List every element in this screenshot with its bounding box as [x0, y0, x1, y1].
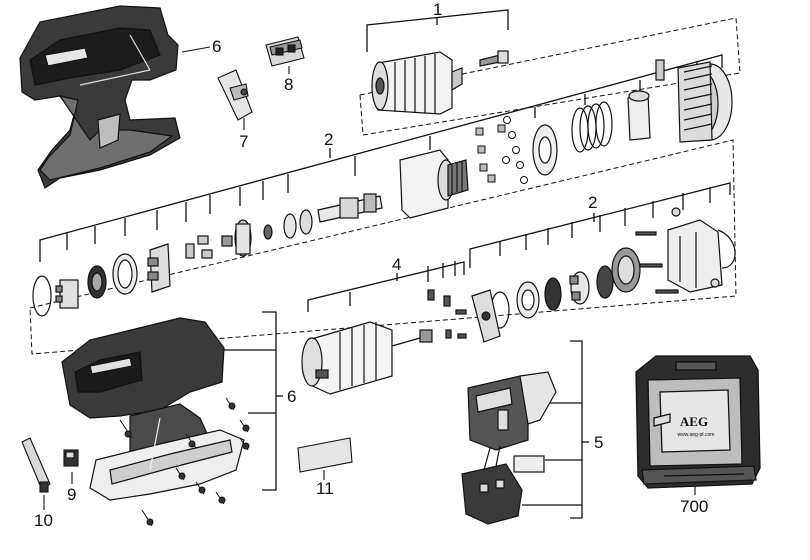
- label-part-10: 10: [34, 511, 53, 530]
- clip-part-7: [217, 69, 253, 121]
- label-part-5: 5: [594, 433, 603, 452]
- label-part-9: 9: [67, 485, 76, 504]
- housing-screws: [119, 397, 250, 527]
- bracket-1: [366, 9, 509, 52]
- led-part-9: [63, 449, 79, 467]
- gearbox-upper-dashed-outline: [359, 17, 741, 136]
- label-part-11: 11: [316, 479, 334, 498]
- label-part-6-top: 6: [212, 37, 221, 56]
- label-part-8: 8: [284, 75, 293, 94]
- balls-and-pins: [475, 116, 528, 184]
- bracket-5: [522, 340, 589, 519]
- gearbox-housing-lower: [635, 207, 736, 294]
- bracket-2-lower: [469, 182, 731, 268]
- label-part-2-upper: 2: [324, 130, 333, 149]
- bracket-2-upper: [39, 54, 723, 262]
- housing-half-main: [61, 317, 245, 501]
- label-part-700: 700: [680, 497, 708, 516]
- bracket-6-main: [215, 311, 283, 491]
- bracket-4: [307, 261, 465, 312]
- gearbox-lower-dashed-outline: [29, 139, 737, 355]
- planet-carrier-upper: [185, 219, 252, 259]
- label-part-1: 1: [433, 0, 442, 19]
- case-url-text: www.aeg-pt.com: [678, 432, 715, 438]
- label-plate-part-11: [297, 437, 353, 473]
- belt-clip-part-10: [21, 437, 51, 493]
- selector-part-8: [265, 36, 305, 67]
- motor-part-4: [301, 289, 467, 395]
- label-part-4: 4: [392, 255, 401, 274]
- ring-gears-upper: [32, 243, 171, 317]
- sleeve-ring: [627, 90, 651, 141]
- washer-disc: [532, 124, 558, 176]
- gear-housing-ring: [655, 59, 733, 143]
- housing-half-top: [19, 5, 181, 189]
- label-part-2-lower: 2: [588, 193, 597, 212]
- switch-part-5: [461, 371, 557, 525]
- chuck-part-1: [371, 50, 509, 115]
- label-part-7: 7: [239, 132, 248, 151]
- spindle-shaft: [263, 193, 383, 240]
- case-brand-text: AEG: [680, 414, 708, 429]
- springs: [571, 101, 613, 153]
- spindle-housing: [399, 149, 469, 219]
- label-part-6-main: 6: [287, 387, 296, 406]
- ring-gears-lower: [471, 247, 641, 343]
- carry-case-part-700: AEG www.aeg-pt.com: [635, 355, 761, 489]
